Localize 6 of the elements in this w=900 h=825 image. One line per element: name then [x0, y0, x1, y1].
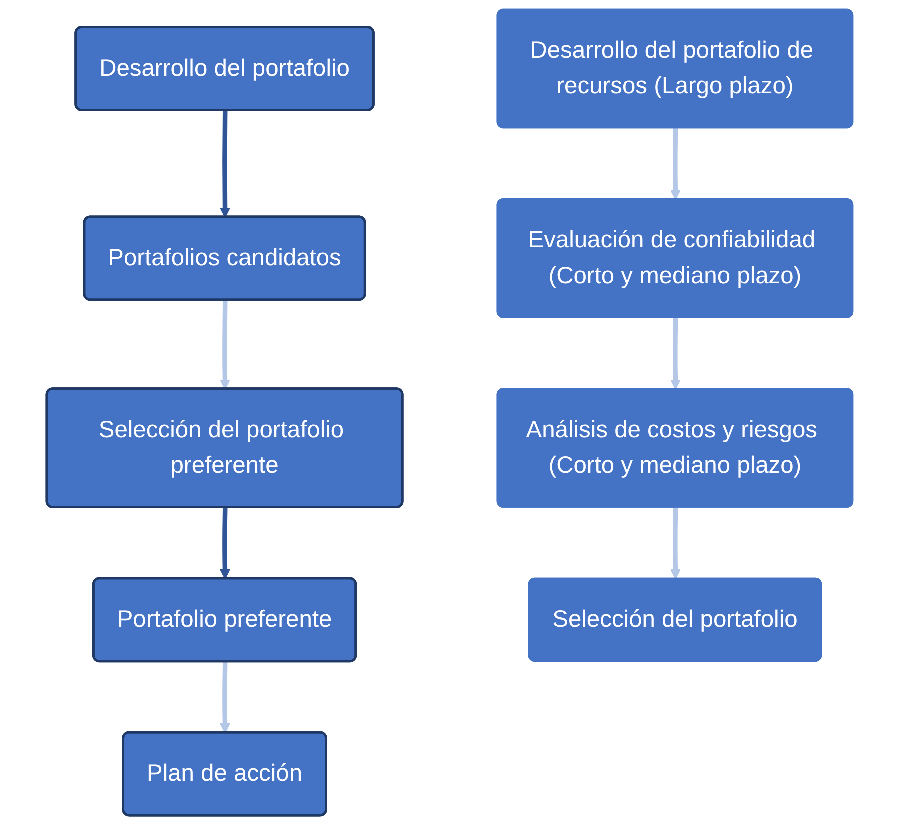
arrow [670, 318, 681, 390]
arrow [670, 508, 681, 580]
arrow [220, 300, 230, 390]
arrow [670, 128, 681, 200]
arrow [220, 662, 230, 734]
arrow [220, 110, 230, 218]
